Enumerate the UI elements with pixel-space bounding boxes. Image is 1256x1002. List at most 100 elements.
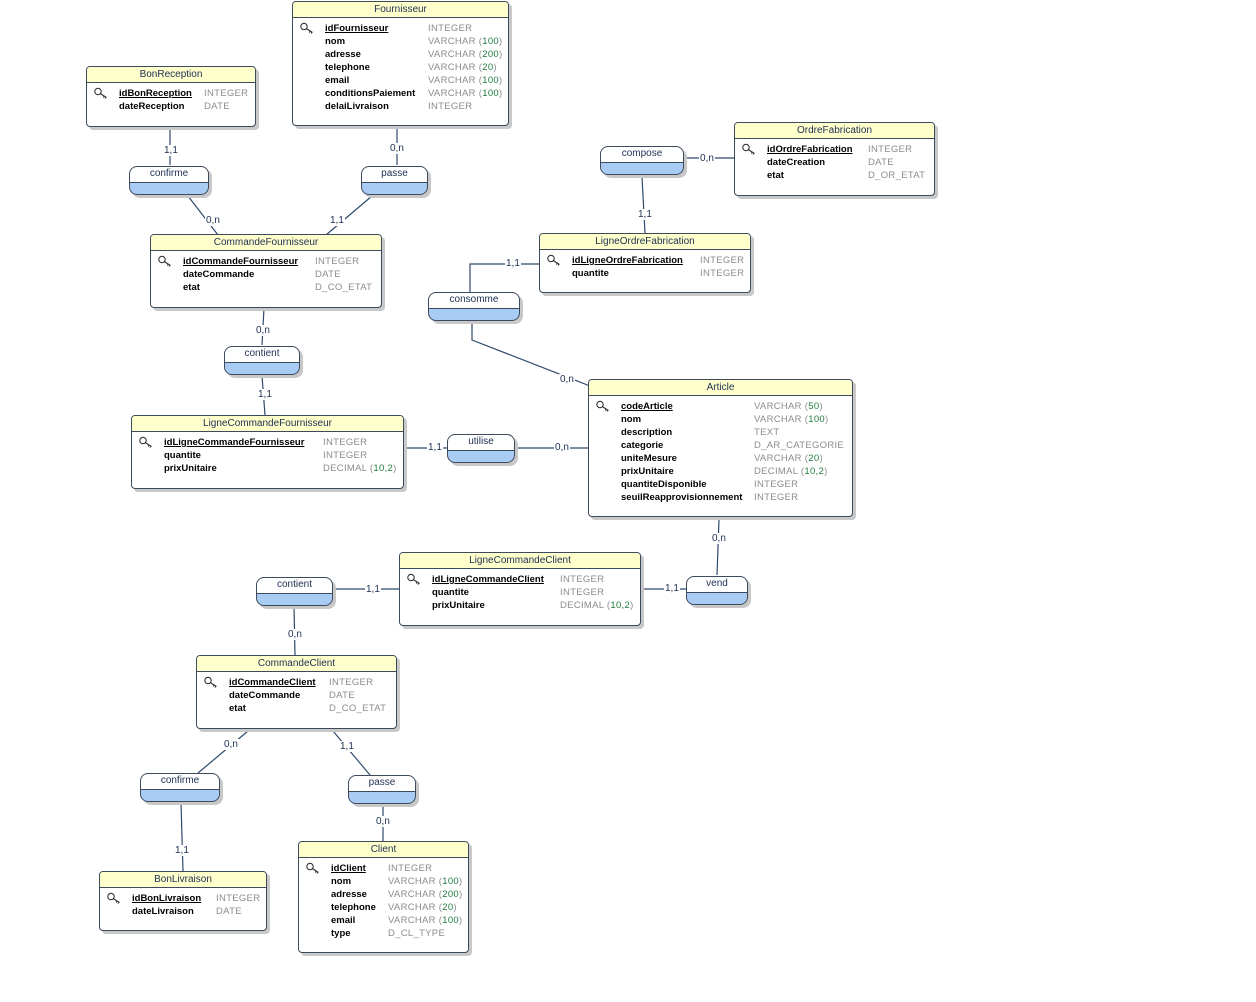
key-icon [406, 573, 422, 585]
attribute-type: INTEGER [700, 267, 744, 280]
attribute-type: INTEGER [754, 491, 798, 504]
attribute-name: dateReception [119, 101, 185, 112]
association-compose[interactable]: compose [600, 146, 684, 175]
type-length: 200 [442, 889, 460, 900]
association-passe-bottom[interactable]: passe [348, 775, 416, 804]
cardinality-commandefournisseur-contient: 0,n [255, 325, 271, 336]
entity-title: Client [299, 842, 468, 858]
association-consomme[interactable]: consomme [428, 292, 520, 321]
key-icon [157, 255, 173, 267]
attribute-type: VARCHAR (50) [754, 401, 823, 412]
attribute-type: INTEGER [560, 586, 604, 599]
entity-title: LigneOrdreFabrication [540, 234, 750, 250]
association-utilise[interactable]: utilise [447, 434, 515, 463]
association-passe-top[interactable]: passe [361, 166, 428, 195]
attribute-type: DATE [868, 156, 894, 169]
type-name: INTEGER [700, 255, 745, 266]
association-confirme-top[interactable]: confirme [129, 166, 209, 195]
type-name: VARCHAR [428, 75, 476, 86]
key-icon [595, 400, 611, 412]
type-name: INTEGER [754, 492, 799, 503]
type-length: 20 [482, 62, 494, 73]
attribute-type: VARCHAR (20) [388, 902, 457, 913]
type-length: 100 [808, 414, 826, 425]
attribute-type: VARCHAR (100) [388, 915, 463, 926]
cardinality-compose-ordrefabrication: 0,n [699, 153, 715, 164]
entity-ligneordrefabrication[interactable]: LigneOrdreFabrication idLigneOrdreFabrica… [539, 233, 751, 293]
attribute-type: INTEGER [323, 449, 367, 462]
cardinality-commandeclient-passe: 1,1 [339, 741, 355, 752]
type-name: D_CO_ETAT [329, 703, 387, 714]
key-icon [546, 254, 562, 266]
attribute-type: INTEGER [868, 143, 912, 156]
attribute-name: email [331, 915, 356, 926]
cardinality-confirme-commandefournisseur: 0,n [205, 215, 221, 226]
entity-title: BonLivraison [100, 872, 266, 888]
type-name: VARCHAR [388, 915, 436, 926]
type-length: 100 [482, 88, 500, 99]
key-icon [203, 676, 219, 688]
cardinality-utilise-article: 0,n [554, 442, 570, 453]
attribute-name: delaiLivraison [325, 101, 389, 112]
type-name: INTEGER [388, 863, 433, 874]
link-commandeclient-confirme [197, 730, 249, 774]
attribute-name: categorie [621, 440, 664, 451]
cardinality-passe-client: 0,n [375, 816, 391, 827]
key-icon [305, 862, 321, 874]
entity-title: CommandeFournisseur [151, 235, 381, 251]
cardinality-passe-commandefournisseur: 1,1 [329, 215, 345, 226]
attribute-name: prixUnitaire [164, 463, 217, 474]
type-name: DATE [329, 690, 355, 701]
association-vend[interactable]: vend [686, 576, 748, 605]
association-confirme-bottom[interactable]: confirme [140, 773, 220, 802]
type-name: INTEGER [323, 450, 368, 461]
type-name: INTEGER [700, 268, 745, 279]
attribute-name: quantiteDisponible [621, 479, 707, 490]
entity-title: BonReception [87, 67, 255, 83]
attribute-type: INTEGER [754, 478, 798, 491]
type-name: DATE [204, 101, 230, 112]
type-name: DECIMAL [560, 600, 604, 611]
type-name: INTEGER [428, 101, 473, 112]
attribute-name: conditionsPaiement [325, 88, 416, 99]
attribute-name: idBonLivraison [132, 893, 202, 904]
association-contient-top[interactable]: contient [224, 346, 300, 375]
attribute-type: D_OR_ETAT [868, 169, 925, 182]
link-article-vend [716, 518, 720, 576]
attribute-row: dateReception DATE [93, 100, 249, 113]
type-length: 10,2 [804, 466, 825, 477]
type-name: INTEGER [560, 574, 605, 585]
attribute-type: INTEGER [428, 100, 472, 113]
attribute-type: TEXT [754, 426, 779, 439]
association-contient-bottom[interactable]: contient [256, 577, 333, 606]
link-confirme-bonlivraison [180, 802, 184, 872]
